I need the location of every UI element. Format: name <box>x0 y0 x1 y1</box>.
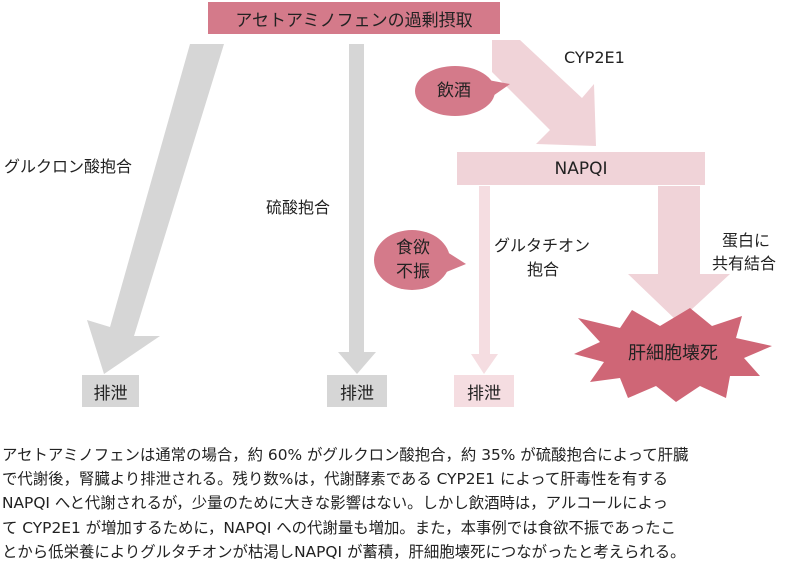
necrosis-starburst <box>574 308 772 402</box>
excretion-box-3: 排泄 <box>454 375 514 407</box>
caption-line-4: て CYP2E1 が増加するために，NAPQI への代謝量も増加。また，本事例で… <box>2 518 676 537</box>
excretion-label-3: 排泄 <box>467 383 501 404</box>
napqi-box: NAPQI <box>457 152 705 185</box>
alcohol-label: 飲酒 <box>437 81 471 101</box>
glutathione-label-2: 抱合 <box>527 260 560 279</box>
protein-binding-arrow <box>628 186 730 322</box>
overdose-label: アセトアミノフェンの過剰摂取 <box>235 10 473 31</box>
diagram: アセトアミノフェンの過剰摂取 NAPQI グルクロン酸抱合 硫酸抱合 CYP2E… <box>4 2 777 407</box>
glucuronide-label: グルクロン酸抱合 <box>4 157 133 176</box>
caption-line-5: とから低栄養によりグルタチオンが枯渇しNAPQI が蓄積，肝細胞壊死につながった… <box>2 542 686 561</box>
sulfate-arrow <box>338 44 376 374</box>
necrosis-label: 肝細胞壊死 <box>628 343 718 364</box>
anorexia-label-2: 不振 <box>396 262 430 282</box>
excretion-box-1: 排泄 <box>82 375 139 407</box>
glucuronide-arrow <box>87 44 224 374</box>
diagram-arrows <box>87 40 772 402</box>
cyp2e1-label: CYP2E1 <box>564 48 625 67</box>
glutathione-label-1: グルタチオン <box>494 236 591 255</box>
protein-label-1: 蛋白に <box>722 231 771 250</box>
caption-line-3: NAPQI へと代謝されるが，少量のために大きな影響はない。しかし飲酒時は，アル… <box>2 494 668 513</box>
caption: アセトアミノフェンは通常の場合，約 60% がグルクロン酸抱合，約 35% が硫… <box>2 443 788 564</box>
alcohol-bubble <box>415 66 510 116</box>
anorexia-bubble <box>374 230 466 290</box>
caption-line-1: アセトアミノフェンは通常の場合，約 60% がグルクロン酸抱合，約 35% が硫… <box>2 446 689 464</box>
anorexia-label-1: 食欲 <box>396 238 430 258</box>
napqi-label: NAPQI <box>554 158 608 179</box>
caption-line-2: で代謝後，腎臓より排泄される。残り数%は，代謝酵素である CYP2E1 によって… <box>2 470 669 489</box>
sulfate-label: 硫酸抱合 <box>266 198 331 217</box>
protein-label-2: 共有結合 <box>712 254 777 273</box>
excretion-label-1: 排泄 <box>93 383 128 404</box>
excretion-box-2: 排泄 <box>327 375 387 407</box>
overdose-box: アセトアミノフェンの過剰摂取 <box>208 2 500 34</box>
glutathione-arrow <box>471 186 498 374</box>
cyp2e1-arrow <box>492 40 596 146</box>
excretion-label-2: 排泄 <box>340 383 374 404</box>
